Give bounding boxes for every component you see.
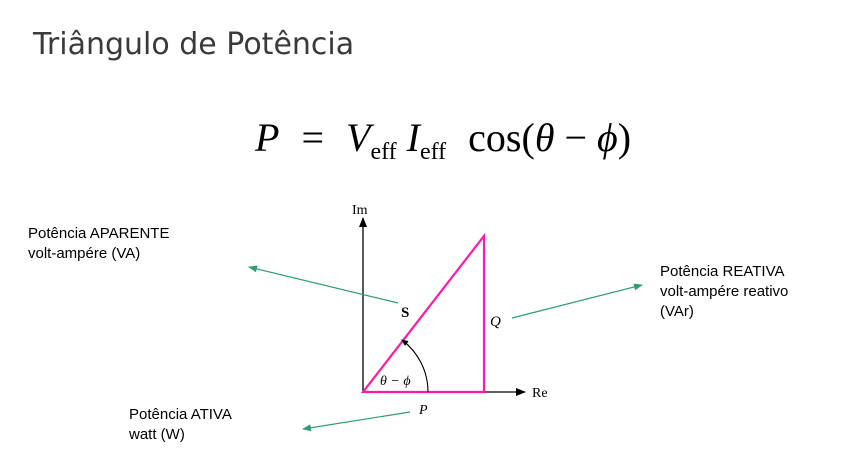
power-formula: P = Veff Ieff cos(θ − ϕ) — [255, 114, 631, 166]
formula-minus: − — [564, 115, 588, 160]
formula-phi: ϕ — [597, 115, 618, 160]
aparente-line1: Potência APARENTE — [28, 225, 170, 242]
reativa-line3: (VAr) — [660, 303, 694, 320]
formula-v: V — [346, 115, 371, 160]
formula-theta: θ — [534, 115, 555, 160]
formula-i: I — [406, 115, 420, 160]
formula-v-sub: eff — [370, 139, 397, 165]
callout-aparente: Potência APARENTE volt-ampére (VA) — [28, 224, 169, 264]
callout-reativa: Potência REATIVA volt-ampére reativo (VA… — [660, 262, 788, 322]
p-label: P — [418, 403, 428, 418]
formula-i-sub: eff — [419, 139, 447, 165]
ativa-line2: watt (W) — [129, 426, 185, 443]
aparente-line2: volt-ampére (VA) — [28, 245, 141, 262]
page-title: Triângulo de Potência — [33, 27, 355, 62]
formula-equals: = — [301, 115, 324, 160]
formula-cos: cos( — [468, 115, 535, 160]
q-label: Q — [490, 314, 501, 330]
formula-p: P — [255, 115, 280, 160]
callout-ativa: Potência ATIVA watt (W) — [129, 405, 232, 445]
im-label: Im — [352, 203, 368, 218]
ativa-line1: Potência ATIVA — [129, 406, 232, 423]
formula-close: ) — [617, 115, 632, 160]
angle-arc — [401, 339, 429, 393]
reativa-line2: volt-ampére reativo — [660, 283, 789, 300]
angle-label: θ − ϕ — [380, 374, 411, 389]
reativa-line1: Potência REATIVA — [660, 263, 785, 280]
power-triangle — [360, 232, 486, 394]
re-label: Re — [532, 386, 548, 401]
s-label: S — [401, 305, 409, 321]
reativa-arrow — [511, 283, 643, 319]
ativa-arrow — [302, 411, 411, 432]
aparente-arrow — [248, 265, 399, 304]
